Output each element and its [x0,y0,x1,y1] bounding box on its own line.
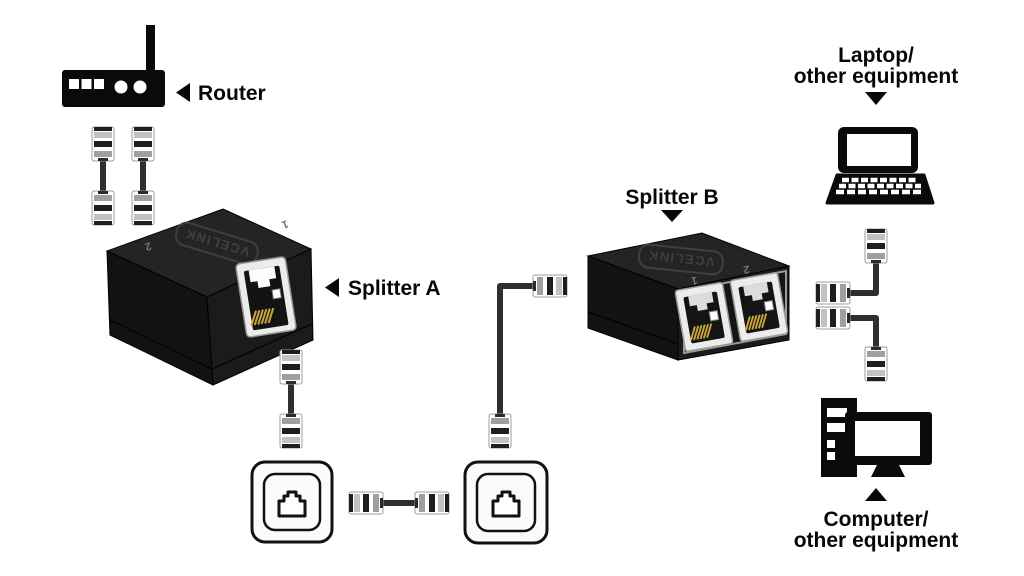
cable-splitter-b-to-computer [815,306,888,382]
in-wall-cable [348,491,450,515]
rj45-plug-icon [864,228,888,264]
left-arrow-icon [325,278,339,297]
router-icon [62,25,165,107]
patch-cable-router-2 [131,126,155,226]
rj45-plug-icon [488,413,512,449]
splitter-b-port1-number: 1 [691,274,699,287]
ethernet-jack-icon [277,490,307,518]
rj45-plug-icon [864,346,888,382]
rj45-plug-icon [414,491,450,515]
laptop-label-line1: Laptop/ [838,44,914,67]
left-arrow-icon [176,83,190,102]
rj45-plug-icon [815,281,851,305]
antenna-icon [146,25,155,73]
wall-plate-1 [250,460,334,544]
rj45-plug-icon [279,349,303,385]
down-arrow-icon [661,210,683,222]
splitter-a-port1-number: 1 [280,217,290,230]
wall-plate-2 [463,460,549,545]
brand-text: VCELINK [637,243,724,276]
cable-splitter-b-to-laptop [815,228,888,305]
cable-plate2-to-splitter-b [488,274,568,449]
rj45-plug-icon [279,413,303,449]
router-label-text: Router [198,82,266,105]
rj45-port-icon [235,256,297,338]
rj45-port-icon [729,272,789,342]
splitter-b-label: Splitter B [625,186,719,222]
rj45-plug-icon [131,126,155,162]
splitter-b-port2-number: 2 [743,263,751,276]
rj45-plug-icon [348,491,384,515]
svg-text:VCELINK: VCELINK [647,248,716,270]
rj45-plug-icon [91,126,115,162]
splitter-a-label: Splitter A [325,277,441,300]
computer-label: Computer/ other equipment [794,488,959,552]
splitter-b-label-text: Splitter B [625,186,718,209]
splitter-b-device: VCELINK 1 2 [586,232,791,361]
rj45-plug-icon [91,190,115,226]
patch-cable-splitter-a [279,349,303,449]
laptop-icon [825,127,935,205]
rj45-plug-icon [815,306,851,330]
ethernet-jack-icon [491,490,521,518]
laptop-label: Laptop/ other equipment [794,44,959,105]
splitter-a-label-text: Splitter A [348,277,441,300]
computer-label-line2: other equipment [794,529,959,552]
down-arrow-icon [865,92,887,105]
splitter-a-port2-number: 2 [143,239,153,252]
laptop-label-line2: other equipment [794,65,959,88]
computer-label-line1: Computer/ [824,508,929,531]
up-arrow-icon [865,488,887,501]
rj45-plug-icon [131,190,155,226]
router-label: Router [176,82,266,105]
rj45-port-icon [674,282,734,352]
rj45-plug-icon [532,274,568,298]
patch-cable-router-1 [91,126,115,226]
desktop-computer-icon [821,398,932,477]
